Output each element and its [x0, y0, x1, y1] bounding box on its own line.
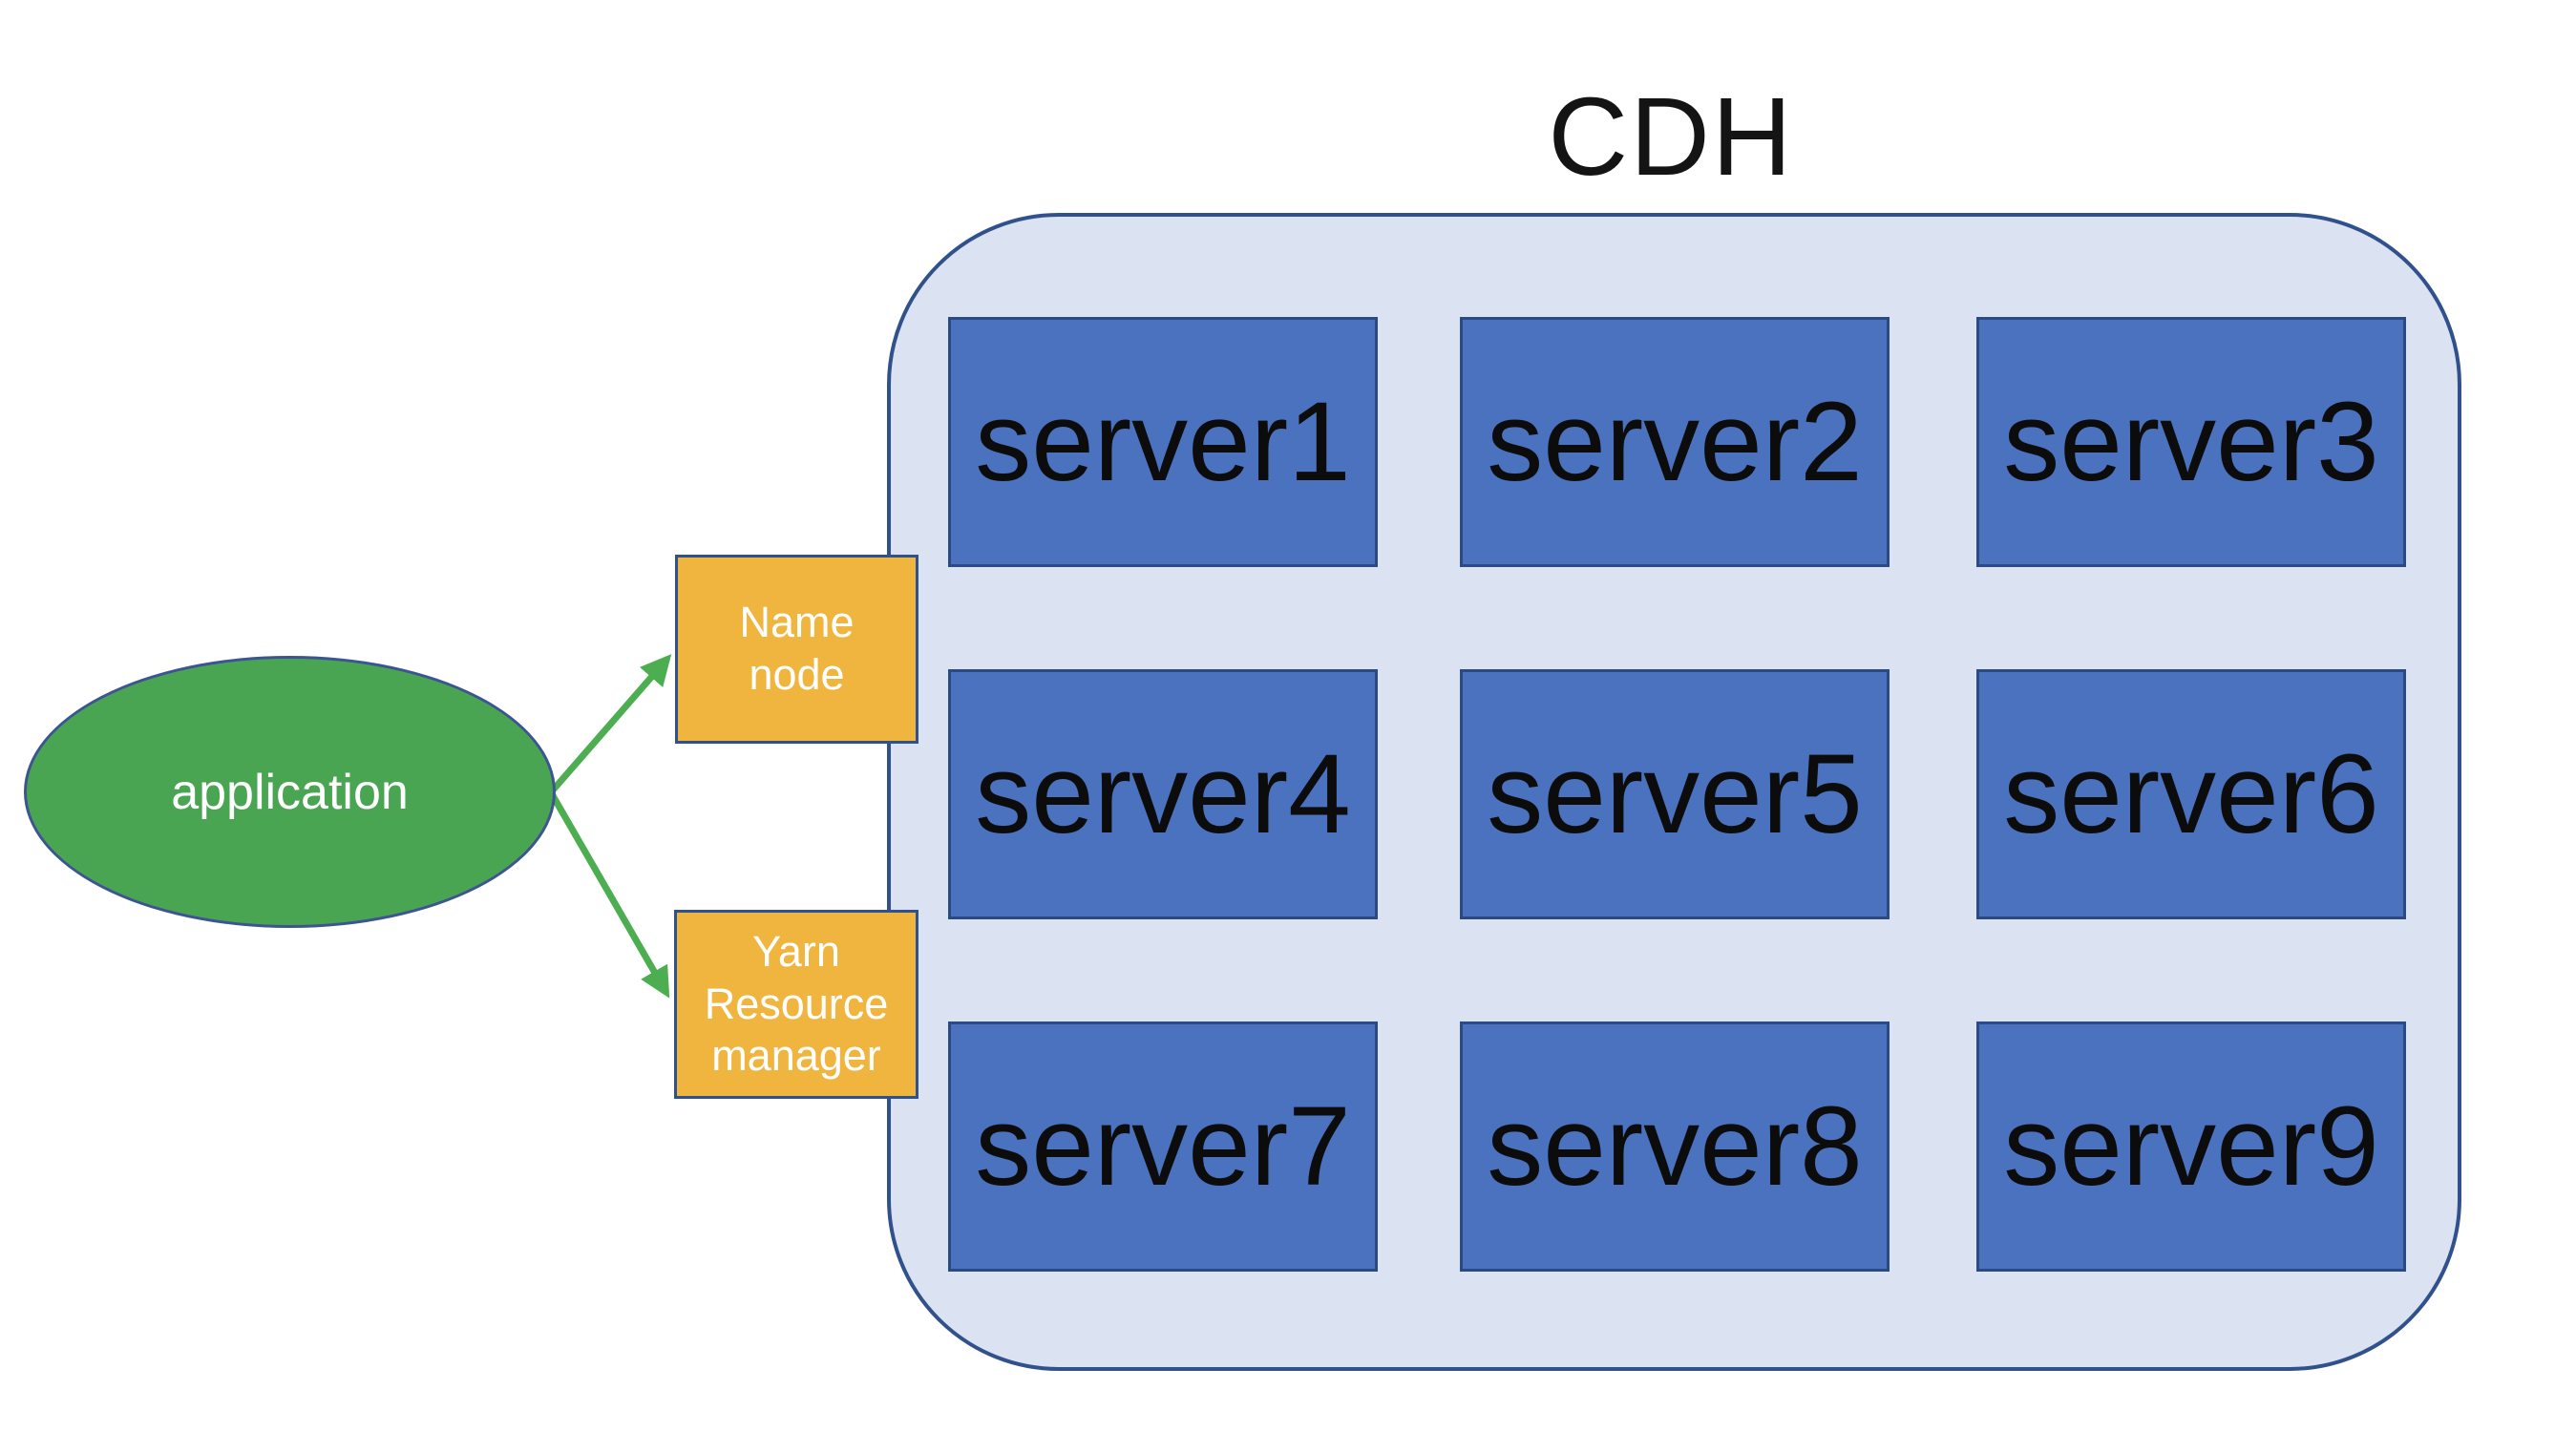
yarn-label-line2: Resource	[704, 979, 889, 1028]
server-box-5: server5	[1460, 669, 1890, 919]
arrow-application-to-name-node	[548, 654, 672, 795]
server-box-4: server4	[948, 669, 1378, 919]
server-box-1: server1	[948, 317, 1378, 567]
yarn-resource-manager-box: Yarn Resource manager	[674, 910, 918, 1099]
yarn-label-line1: Yarn	[752, 926, 840, 976]
server-box-9: server9	[1976, 1021, 2406, 1272]
server-box-2: server2	[1460, 317, 1890, 567]
server-box-3: server3	[1976, 317, 2406, 567]
cluster-title: CDH	[1548, 74, 1794, 199]
application-node: application	[24, 656, 556, 928]
application-label: application	[171, 764, 409, 820]
server-box-6: server6	[1976, 669, 2406, 919]
yarn-label-line3: manager	[711, 1031, 881, 1081]
name-node-label-line2: node	[749, 650, 845, 699]
arrow-application-to-yarn-resource-manager	[547, 790, 670, 999]
name-node-label-line1: Name	[739, 598, 855, 647]
server-box-8: server8	[1460, 1021, 1890, 1272]
name-node-box: Name node	[675, 555, 918, 744]
server-box-7: server7	[948, 1021, 1378, 1272]
